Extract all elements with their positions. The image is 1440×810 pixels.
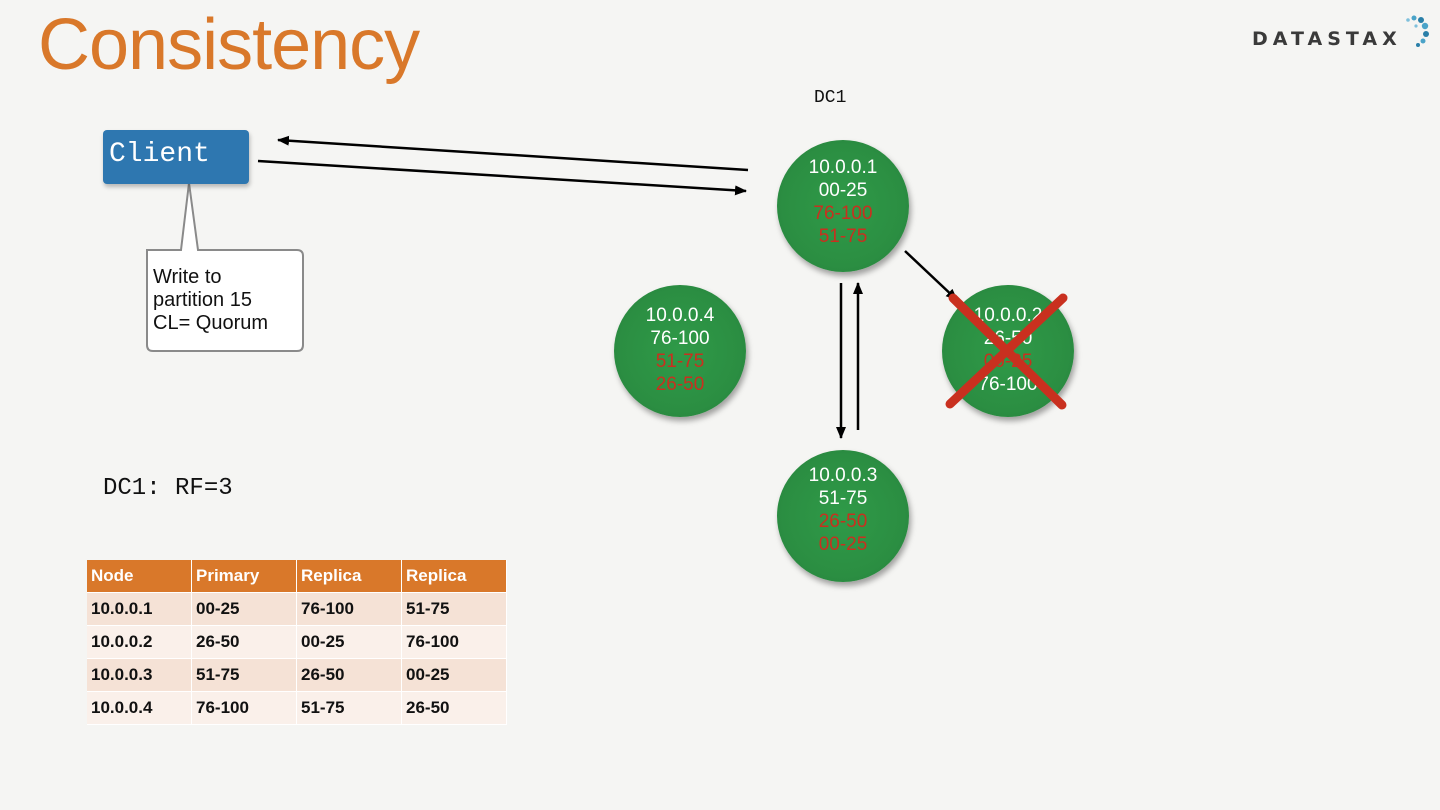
table-cell: 51-75 xyxy=(401,592,507,626)
node-10-0-0-3: 10.0.0.3 51-75 26-50 00-25 xyxy=(777,450,909,582)
client-box: Client xyxy=(103,130,249,184)
node-primary-range: 26-50 xyxy=(983,328,1033,349)
replication-factor-label: DC1: RF=3 xyxy=(103,475,233,502)
table-cell: 76-100 xyxy=(191,691,297,725)
datacenter-label: DC1 xyxy=(814,88,847,108)
token-range-table: Node Primary Replica Replica 10.0.0.1 00… xyxy=(87,560,507,725)
node-10-0-0-2: 10.0.0.2 26-50 00-25 76-100 xyxy=(942,285,1074,417)
node-replica-range: 76-100 xyxy=(813,203,873,224)
table-header-row: Node Primary Replica Replica xyxy=(87,560,507,593)
table-row: 10.0.0.4 76-100 51-75 26-50 xyxy=(87,691,507,725)
table-row: 10.0.0.2 26-50 00-25 76-100 xyxy=(87,625,507,659)
callout-line: CL= Quorum xyxy=(153,312,269,334)
node-10-0-0-1: 10.0.0.1 00-25 76-100 51-75 xyxy=(777,140,909,272)
node-ip: 10.0.0.3 xyxy=(808,465,878,486)
table-cell: 76-100 xyxy=(401,625,507,659)
table-row: 10.0.0.3 51-75 26-50 00-25 xyxy=(87,658,507,692)
node-primary-range: 51-75 xyxy=(818,488,868,509)
node-replica-range: 51-75 xyxy=(818,226,868,247)
node-ip: 10.0.0.2 xyxy=(973,305,1043,326)
table-cell: 76-100 xyxy=(296,592,402,626)
table-cell: 10.0.0.2 xyxy=(87,625,192,659)
datastax-logo: DATASTAX xyxy=(1252,14,1432,54)
table-header-cell: Primary xyxy=(191,560,297,593)
table-cell: 00-25 xyxy=(401,658,507,692)
callout-line: Write to xyxy=(153,266,222,288)
node-ip: 10.0.0.4 xyxy=(645,305,715,326)
table-header-cell: Replica xyxy=(401,560,507,593)
table-cell: 10.0.0.3 xyxy=(87,658,192,692)
node-replica-range: 00-25 xyxy=(983,351,1033,372)
logo-text: DATASTAX xyxy=(1252,28,1402,50)
node-ip: 10.0.0.1 xyxy=(808,157,878,178)
callout-line: partition 15 xyxy=(153,289,252,311)
table-cell: 00-25 xyxy=(191,592,297,626)
node-10-0-0-4: 10.0.0.4 76-100 51-75 26-50 xyxy=(614,285,746,417)
node-primary-range: 00-25 xyxy=(818,180,868,201)
table-header-cell: Replica xyxy=(296,560,402,593)
table-cell: 51-75 xyxy=(296,691,402,725)
node-replica-range: 76-100 xyxy=(978,374,1038,395)
table-cell: 26-50 xyxy=(401,691,507,725)
logo-dots-icon xyxy=(1406,15,1429,47)
node-primary-range: 76-100 xyxy=(650,328,710,349)
table-cell: 00-25 xyxy=(296,625,402,659)
client-label: Client xyxy=(109,139,210,170)
table-cell: 51-75 xyxy=(191,658,297,692)
table-cell: 10.0.0.4 xyxy=(87,691,192,725)
node-replica-range: 26-50 xyxy=(655,374,705,395)
table-cell: 26-50 xyxy=(296,658,402,692)
table-row: 10.0.0.1 00-25 76-100 51-75 xyxy=(87,592,507,626)
node-replica-range: 00-25 xyxy=(818,534,868,555)
table-cell: 10.0.0.1 xyxy=(87,592,192,626)
slide-title: Consistency xyxy=(38,5,420,85)
node-replica-range: 51-75 xyxy=(655,351,705,372)
node-replica-range: 26-50 xyxy=(818,511,868,532)
table-header-cell: Node xyxy=(87,560,192,593)
table-cell: 26-50 xyxy=(191,625,297,659)
write-request-callout: Write to partition 15 CL= Quorum xyxy=(153,266,301,335)
